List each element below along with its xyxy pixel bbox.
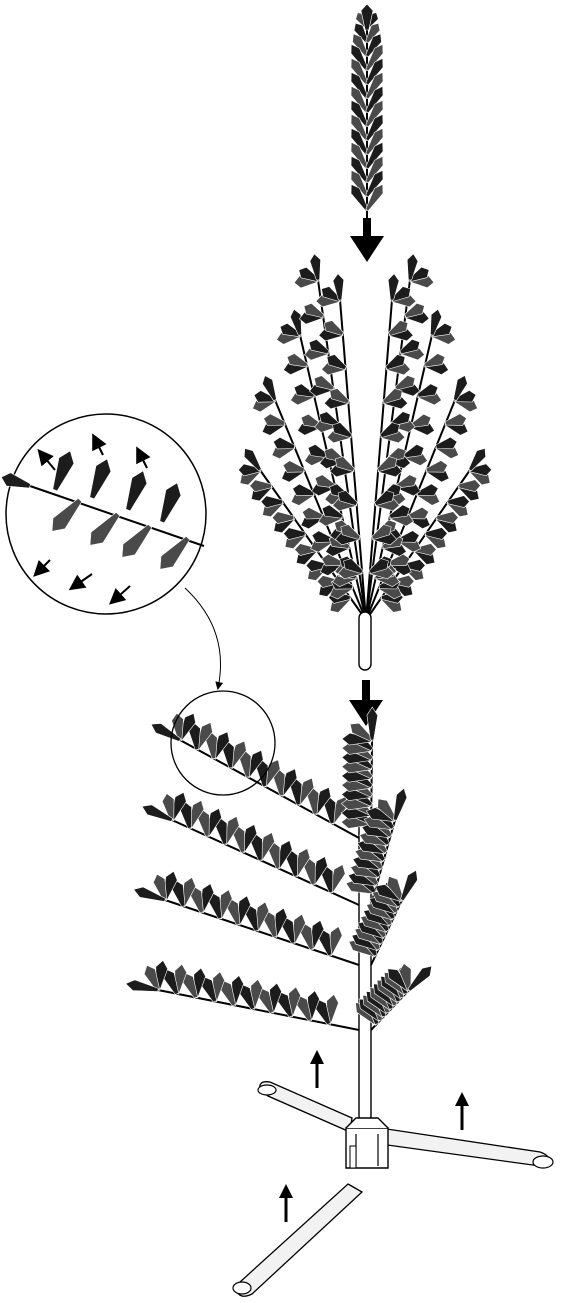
needle-tuft [393,788,407,820]
needle-tuft [401,870,418,901]
stand-leg-right [380,1128,549,1166]
tree-middle-section [238,254,491,620]
tree-bottom-section [126,707,432,1030]
callout-leader-line [185,588,221,688]
branch-fluffing-detail [1,414,206,614]
tree-stand [233,1050,553,1296]
insert-arrow-1 [350,218,384,262]
stand-leg-front [236,1184,362,1296]
tree-top-section [351,4,383,222]
middle-section-pole [359,612,371,670]
insert-arrow-2 [349,680,383,726]
stand-hub [346,1118,388,1168]
